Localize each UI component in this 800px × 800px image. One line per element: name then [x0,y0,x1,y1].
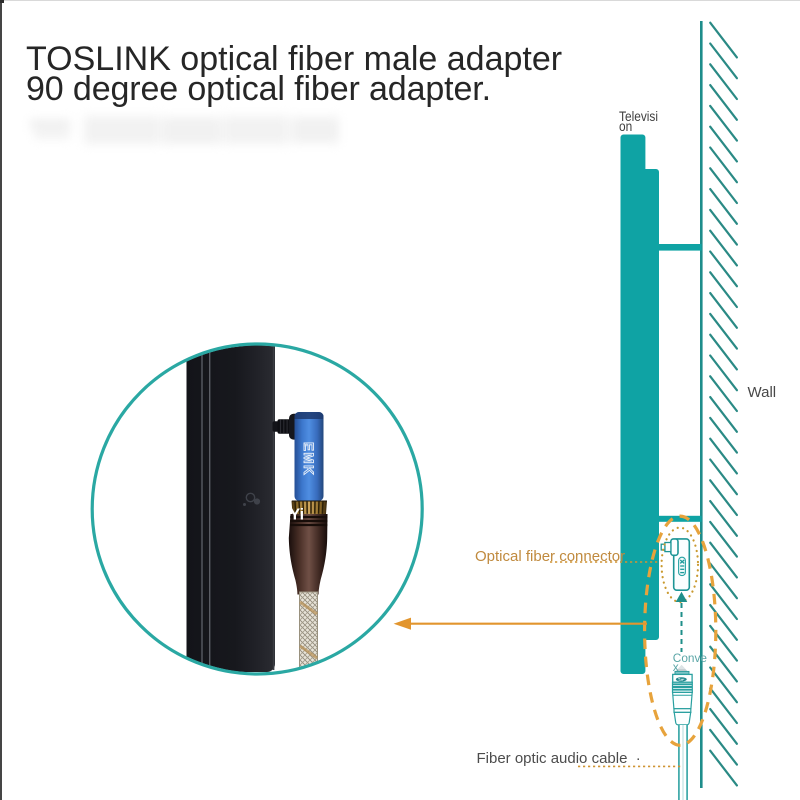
svg-text:EMK: EMK [301,442,316,476]
svg-text:Yi: Yi [290,507,305,524]
svg-text:®: ® [304,442,308,449]
